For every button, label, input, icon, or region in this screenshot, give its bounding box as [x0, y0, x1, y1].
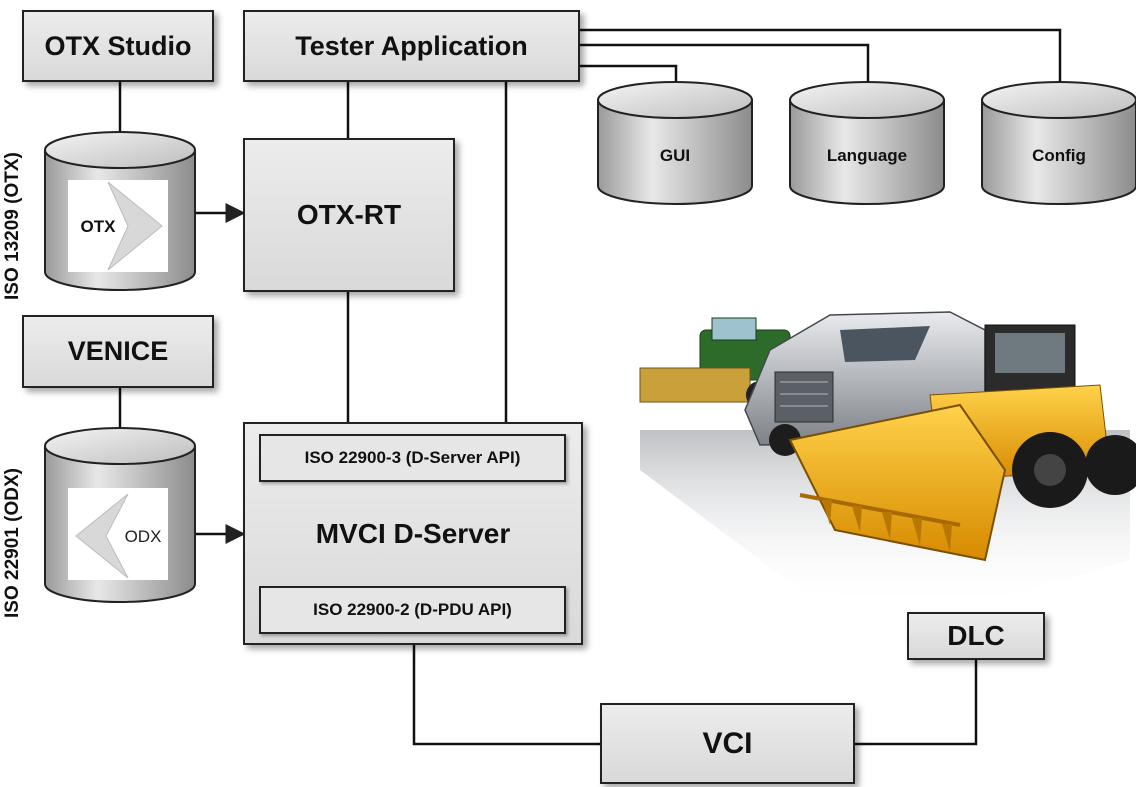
venice-label: VENICE	[67, 336, 169, 366]
dlc-label: DLC	[947, 620, 1005, 651]
otx-studio-label: OTX Studio	[44, 30, 192, 61]
otx-database-icon	[44, 131, 196, 291]
otx-rt-label: OTX-RT	[296, 199, 402, 230]
d-server-api-label: ISO 22900-3 (D-Server API)	[304, 448, 521, 467]
mvci-d-server-box: MVCI D-Server ISO 22900-3 (D-Server API)…	[243, 422, 583, 645]
language-database-icon	[789, 81, 945, 205]
otx-standard-label: ISO 13209 (OTX)	[2, 152, 23, 300]
vci-box: VCI	[600, 703, 855, 784]
gui-database-icon	[597, 81, 753, 205]
language-label: Language	[827, 146, 907, 165]
d-server-api-box: ISO 22900-3 (D-Server API)	[259, 434, 566, 482]
d-pdu-api-label: ISO 22900-2 (D-PDU API)	[313, 600, 512, 619]
otx-studio-box: OTX Studio	[22, 10, 214, 82]
otx-logo-text: OTX	[81, 217, 117, 236]
config-database-icon	[981, 81, 1136, 205]
dlc-box: DLC	[907, 612, 1045, 660]
tester-application-label: Tester Application	[295, 30, 528, 61]
venice-box: VENICE	[22, 315, 214, 388]
odx-standard-label: ISO 22901 (ODX)	[2, 468, 23, 618]
odx-database-icon	[44, 427, 196, 603]
mvci-d-server-label: MVCI D-Server	[315, 517, 511, 549]
vehicles-image	[639, 311, 1136, 610]
connector-lines	[118, 28, 1062, 746]
vci-label: VCI	[702, 726, 753, 760]
otx-rt-box: OTX-RT	[243, 138, 455, 292]
config-label: Config	[1032, 146, 1086, 165]
tester-application-box: Tester Application	[243, 10, 580, 82]
gui-label: GUI	[660, 146, 690, 165]
wheel-loader-icon	[788, 324, 1136, 562]
odx-logo-text: ODX	[125, 527, 162, 546]
harvester-icon	[639, 317, 791, 409]
d-pdu-api-box: ISO 22900-2 (D-PDU API)	[259, 586, 566, 634]
